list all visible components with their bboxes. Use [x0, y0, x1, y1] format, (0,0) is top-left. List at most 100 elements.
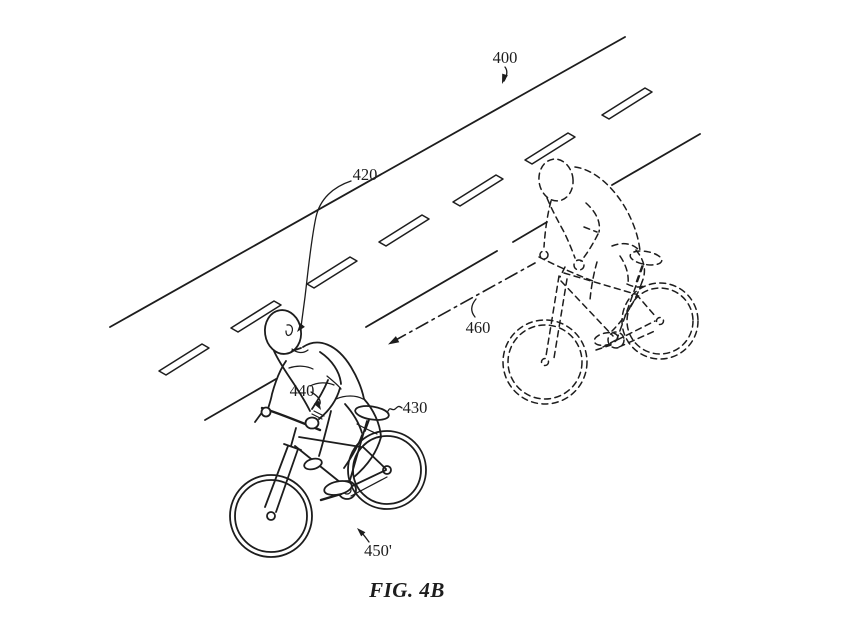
- ghost-far-hand: [539, 250, 549, 260]
- shorts-hem: [356, 423, 378, 435]
- lane-dash: [306, 256, 358, 289]
- ghost-front-tire: [502, 319, 588, 405]
- road-upper-edge: [109, 36, 626, 328]
- leader-440: [310, 391, 321, 405]
- near-arm: [311, 351, 342, 420]
- ref-440: 440: [290, 381, 315, 400]
- ghost-shorts-hem: [626, 283, 645, 288]
- wristband: [311, 410, 325, 420]
- ghost-far-leg: [589, 261, 598, 301]
- front-hub: [266, 511, 276, 521]
- chest: [273, 350, 311, 412]
- rear-tire: [347, 430, 427, 510]
- bicycle: [229, 405, 427, 558]
- far-shoe: [303, 457, 323, 471]
- near-calf: [343, 434, 382, 478]
- ref-450: 450': [364, 541, 392, 560]
- fork: [264, 445, 299, 513]
- ghost-near-arm: [580, 202, 601, 262]
- leader-420-arrowhead-icon: [297, 323, 305, 332]
- ghost-near-hand: [573, 259, 585, 271]
- ghost-seatpost: [635, 265, 643, 284]
- ghost-saddle: [629, 250, 663, 266]
- ghost-near-thigh: [619, 249, 646, 285]
- ref-460: 460: [466, 318, 491, 337]
- road-lower-edge-segment: [611, 133, 701, 186]
- ghost-frame: [560, 265, 657, 341]
- road-lower-edge: [204, 133, 701, 421]
- lane-dash: [230, 300, 282, 333]
- leader-430: [387, 405, 403, 412]
- ghost-shirt-hem: [611, 242, 640, 251]
- ghost-cyclist: [502, 158, 699, 405]
- shirt-wrinkles: [288, 365, 335, 387]
- ghost-rear-rim: [626, 287, 694, 355]
- ref-430: 430: [403, 398, 428, 417]
- leader-440-arrowhead-icon: [313, 400, 321, 410]
- ghost-rider: [538, 158, 646, 347]
- collar: [291, 348, 309, 354]
- fork-crown: [283, 443, 302, 451]
- ghost-bicycle: [502, 250, 699, 405]
- far-leg: [318, 410, 332, 457]
- label-450-bicycle: 450': [357, 528, 392, 560]
- lane-dash: [452, 174, 504, 207]
- shirt-hem: [335, 395, 364, 400]
- ghost-front-rim: [507, 324, 583, 400]
- direction-arrow: [388, 262, 536, 345]
- leader-450-arrowhead-icon: [357, 528, 366, 537]
- road-lower-edge-segment: [204, 378, 277, 421]
- ghost-sleeve-hem: [583, 226, 598, 233]
- chain: [350, 476, 388, 497]
- road-lower-edge-segment: [512, 221, 548, 243]
- ghost-head: [538, 158, 574, 202]
- lane-dash: [524, 132, 576, 165]
- reference-annotations: 400 420 430 440 450' 460: [290, 48, 518, 560]
- ghost-chest: [546, 197, 576, 259]
- road-lower-edge-segment: [365, 250, 498, 328]
- leader-420: [300, 180, 352, 328]
- ghost-front-hub: [540, 357, 550, 367]
- steerer: [290, 427, 297, 447]
- lane-dash: [378, 214, 430, 247]
- lane-dash: [158, 343, 210, 376]
- ghost-far-arm: [543, 200, 552, 248]
- leader-460: [471, 298, 477, 318]
- ghost-rear-tire: [621, 282, 699, 360]
- ref-420: 420: [353, 165, 378, 184]
- far-hand: [260, 406, 272, 418]
- sleeve-hem: [326, 375, 342, 390]
- ghost-fork: [545, 275, 568, 359]
- label-400-road: 400: [493, 48, 518, 84]
- label-420-rider: 420: [297, 165, 377, 332]
- label-460-direction: 460: [466, 298, 491, 337]
- leader-400-arrowhead-icon: [502, 73, 508, 84]
- ghost-calf: [611, 281, 643, 332]
- road: [109, 36, 701, 421]
- ghost-handlebar: [538, 256, 594, 282]
- lane-markings: [158, 87, 653, 376]
- ghost-shoe: [593, 331, 619, 347]
- ghost-back: [574, 166, 641, 252]
- near-hand: [304, 416, 320, 430]
- ghost-rear-hub: [655, 316, 665, 326]
- front-tire: [229, 474, 313, 558]
- label-430-seat: 430: [387, 398, 428, 417]
- rear-hub: [382, 465, 392, 475]
- figure-caption: FIG. 4B: [368, 578, 445, 602]
- ghost-stem: [559, 266, 566, 278]
- front-rim: [234, 479, 308, 553]
- rider: [260, 309, 382, 496]
- near-shoe: [323, 480, 353, 496]
- saddle: [354, 405, 390, 421]
- ref-400: 400: [493, 48, 518, 67]
- direction-arrowhead-icon: [388, 336, 400, 345]
- direction-arrow-shaft: [393, 262, 536, 342]
- frame-tubes: [294, 420, 387, 489]
- lane-dash: [601, 87, 653, 120]
- label-440-handlebar: 440: [290, 381, 321, 410]
- back: [302, 341, 365, 400]
- ear: [285, 324, 293, 337]
